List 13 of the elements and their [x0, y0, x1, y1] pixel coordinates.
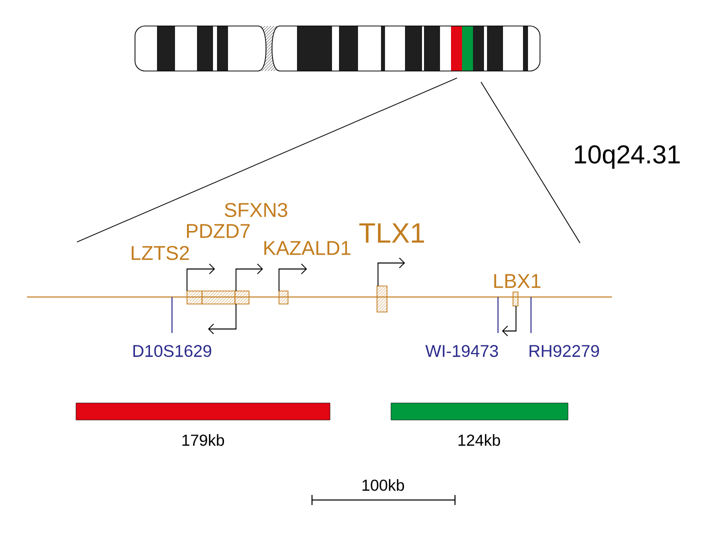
gene-name: SFXN3 — [224, 202, 288, 218]
marker-label: RH92279 — [530, 345, 599, 357]
locus-label: 10q24.31 — [574, 145, 680, 169]
gene-name: TLX1 — [359, 223, 424, 243]
gene-name: LBX1 — [494, 274, 540, 288]
scale-label: 100kb — [362, 479, 404, 491]
size-label: 179kb — [182, 434, 224, 446]
marker-label: WI-19473 — [425, 345, 498, 357]
gene-name: PDZD7 — [186, 224, 250, 238]
gene-name: LZTS2 — [132, 246, 189, 260]
size-label: 124kb — [458, 434, 500, 446]
marker-label: D10S1629 — [133, 345, 212, 357]
gene-name: KAZALD1 — [264, 241, 350, 255]
